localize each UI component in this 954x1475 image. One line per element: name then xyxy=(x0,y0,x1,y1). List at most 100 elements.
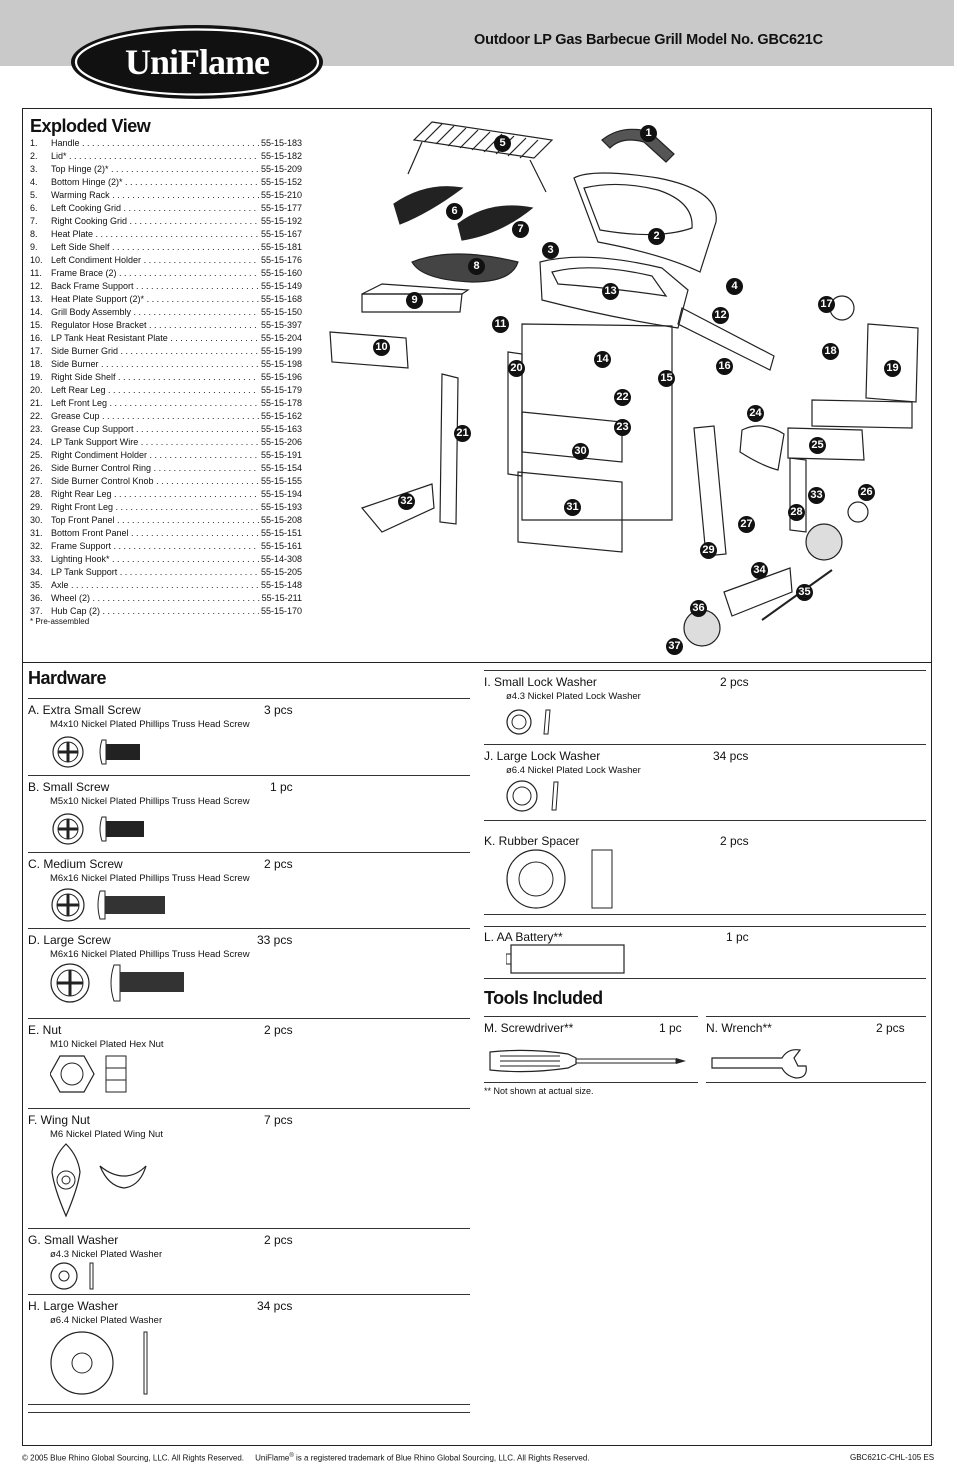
parts-list-item: 4.Bottom Hinge (2)* . . . . . . . . . . … xyxy=(30,176,302,189)
part-code: 55-15-161 xyxy=(260,541,302,551)
part-name: Heat Plate Support (2)* . . . . . . . . … xyxy=(51,293,259,306)
part-code: 55-15-210 xyxy=(260,190,302,200)
large-lock-washer-icon xyxy=(506,780,559,812)
callout-1: 1 xyxy=(640,125,657,142)
part-code: 55-15-155 xyxy=(260,476,302,486)
parts-list-item: 32.Frame Support . . . . . . . . . . . .… xyxy=(30,540,302,553)
exploded-view-title: Exploded View xyxy=(30,116,151,136)
part-number: 10. xyxy=(30,255,43,265)
parts-list-item: 35. Axle . . . . . . . . . . . . . . . . … xyxy=(30,579,302,592)
left-front-leg xyxy=(439,373,459,525)
leader-dots: . . . . . . . . . . . . . . . . . . . . … xyxy=(140,437,259,447)
part-code: 55-15-205 xyxy=(260,567,302,577)
handle-part xyxy=(601,128,675,163)
hardware-item-i: I. Small Lock Washer 2 pcs ø4.3 Nickel P… xyxy=(484,670,926,744)
part-name: LP Tank Heat Resistant Plate . . . . . .… xyxy=(51,332,259,345)
part-name: Side Burner Grid . . . . . . . . . . . .… xyxy=(51,345,259,358)
item-desc: M6 Nickel Plated Wing Nut xyxy=(50,1129,163,1140)
part-name: Warming Rack . . . . . . . . . . . . . .… xyxy=(51,189,259,202)
item-label: D. Large Screw xyxy=(28,933,111,947)
leader-dots: . . . . . . . . . . . . . . . . . . . . … xyxy=(153,463,259,473)
actual-size-note: ** Not shown at actual size. xyxy=(484,1086,594,1096)
hardware-title: Hardware xyxy=(28,668,107,688)
part-name: Top Front Panel . . . . . . . . . . . . … xyxy=(51,514,259,527)
item-label: H. Large Washer xyxy=(28,1299,119,1313)
callout-17: 17 xyxy=(818,296,835,313)
item-label: G. Small Washer xyxy=(28,1233,119,1247)
section-divider xyxy=(22,662,932,663)
part-name-text: Axle xyxy=(51,580,69,590)
callout-28: 28 xyxy=(788,504,805,521)
hardware-item-g: G. Small Washer 2 pcs ø4.3 Nickel Plated… xyxy=(28,1228,470,1292)
parts-list-item: 11.Frame Brace (2) . . . . . . . . . . .… xyxy=(30,267,302,280)
parts-list-item: 33.Lighting Hook* . . . . . . . . . . . … xyxy=(30,553,302,566)
leader-dots: . . . . . . . . . . . . . . . . . . . . … xyxy=(114,489,259,499)
item-label: C. Medium Screw xyxy=(28,857,123,871)
side-lid xyxy=(865,323,919,403)
item-qty: 2 pcs xyxy=(720,675,749,689)
footer-copyright: © 2005 Blue Rhino Global Sourcing, LLC. … xyxy=(22,1453,590,1463)
tool-item-n: N. Wrench** 2 pcs xyxy=(706,1016,926,1084)
right-side-shelf xyxy=(811,399,913,429)
part-name: Left Rear Leg . . . . . . . . . . . . . … xyxy=(51,384,259,397)
leader-dots: . . . . . . . . . . . . . . . . . . . . … xyxy=(136,424,259,434)
callout-26: 26 xyxy=(858,484,875,501)
part-name: Left Condiment Holder . . . . . . . . . … xyxy=(51,254,259,267)
item-label: L. AA Battery** xyxy=(484,930,563,944)
hardware-right-bottom xyxy=(484,978,926,980)
callout-37: 37 xyxy=(666,638,683,655)
part-name-text: Right Rear Leg xyxy=(51,489,112,499)
part-number: 18. xyxy=(30,359,43,369)
leader-dots: . . . . . . . . . . . . . . . . . . . . … xyxy=(95,229,259,239)
part-name-text: Lid* xyxy=(51,151,67,161)
item-rule xyxy=(484,670,926,671)
parts-list: 1.Handle . . . . . . . . . . . . . . . .… xyxy=(30,137,302,618)
small-lock-washer-icon xyxy=(506,709,551,735)
part-code: 55-15-209 xyxy=(260,164,302,174)
callout-36: 36 xyxy=(690,600,707,617)
large-screw-icon xyxy=(50,963,184,1003)
leader-dots: . . . . . . . . . . . . . . . . . . . . … xyxy=(136,281,259,291)
item-label: K. Rubber Spacer xyxy=(484,834,580,848)
document-code: GBC621C-CHL-105 ES xyxy=(850,1453,935,1462)
leader-dots: . . . . . . . . . . . . . . . . . . . . … xyxy=(102,606,259,616)
parts-list-item: 17.Side Burner Grid . . . . . . . . . . … xyxy=(30,345,302,358)
part-code: 55-15-206 xyxy=(260,437,302,447)
part-number: 35. xyxy=(30,580,43,590)
uniflame-logo: UniFlame xyxy=(71,25,323,99)
control-ring xyxy=(847,501,869,523)
item-rule xyxy=(484,744,926,745)
item-qty: 3 pcs xyxy=(264,703,293,717)
item-qty: 33 pcs xyxy=(257,933,293,947)
parts-list-item: 28.Right Rear Leg . . . . . . . . . . . … xyxy=(30,488,302,501)
part-name-text: Side Burner Grid xyxy=(51,346,119,356)
part-name-text: Heat Plate Support (2)* xyxy=(51,294,145,304)
part-name: Wheel (2) . . . . . . . . . . . . . . . … xyxy=(51,592,260,605)
part-name-text: Top Front Panel xyxy=(51,515,115,525)
parts-list-item: 22.Grease Cup . . . . . . . . . . . . . … xyxy=(30,410,302,423)
parts-list-item: 25.Right Condiment Holder . . . . . . . … xyxy=(30,449,302,462)
leader-dots: . . . . . . . . . . . . . . . . . . . . … xyxy=(71,580,259,590)
parts-list-item: 12.Back Frame Support . . . . . . . . . … xyxy=(30,280,302,293)
callout-12: 12 xyxy=(712,307,729,324)
part-number: 25. xyxy=(30,450,43,460)
part-name: Side Burner Control Knob . . . . . . . .… xyxy=(51,475,259,488)
part-code: 55-15-162 xyxy=(260,411,302,421)
callout-2: 2 xyxy=(648,228,665,245)
part-name-text: Heat Plate xyxy=(51,229,94,239)
hardware-item-h: H. Large Washer 34 pcs ø6.4 Nickel Plate… xyxy=(28,1294,470,1402)
parts-list-item: 15.Regulator Hose Bracket . . . . . . . … xyxy=(30,319,302,332)
part-name-text: Right Side Shelf xyxy=(51,372,116,382)
hardware-item-j: J. Large Lock Washer 34 pcs ø6.4 Nickel … xyxy=(484,744,926,818)
item-label: M. Screwdriver** xyxy=(484,1021,574,1035)
content-frame xyxy=(22,108,932,1446)
callout-11: 11 xyxy=(492,316,509,333)
warming-rack xyxy=(407,121,554,193)
wheel-rear xyxy=(805,523,843,561)
item-qty: 2 pcs xyxy=(720,834,749,848)
part-name: Right Rear Leg . . . . . . . . . . . . .… xyxy=(51,488,259,501)
item-qty: 34 pcs xyxy=(257,1299,293,1313)
item-label: J. Large Lock Washer xyxy=(484,749,601,763)
parts-list-item: 14.Grill Body Assembly . . . . . . . . .… xyxy=(30,306,302,319)
small-washer-icon xyxy=(50,1262,94,1290)
